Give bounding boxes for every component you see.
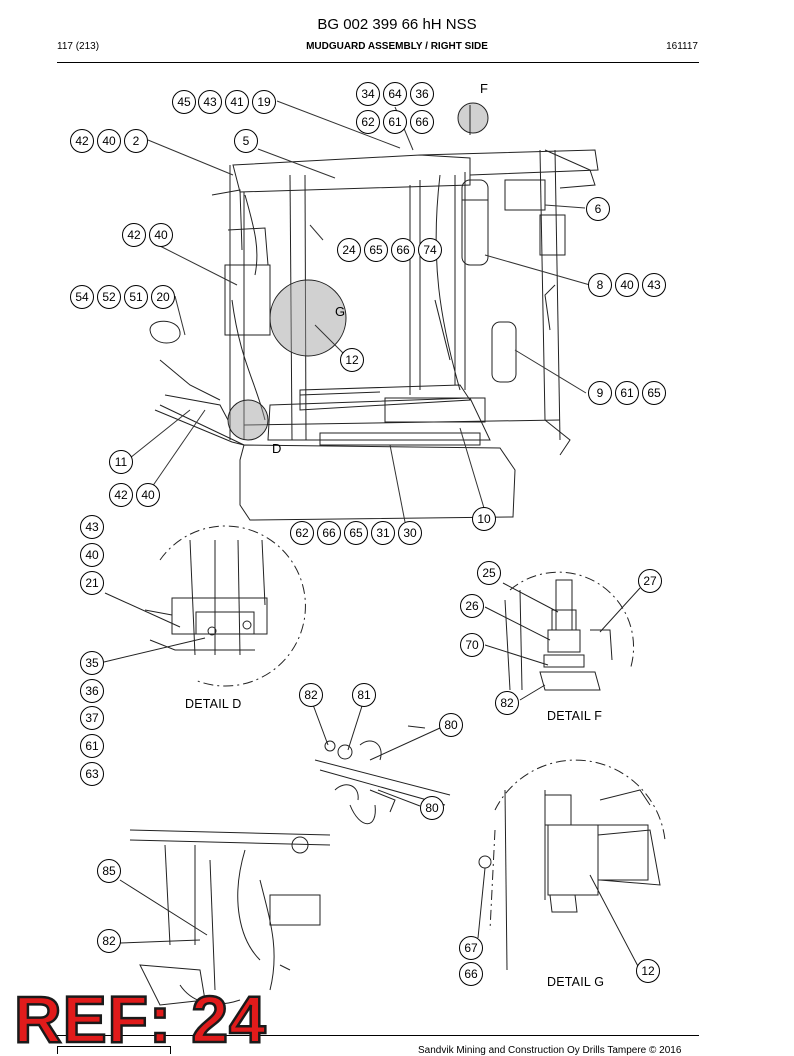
callout-66: 66 [391,238,415,262]
copyright-footer: Sandvik Mining and Construction Oy Drill… [418,1045,682,1056]
callout-9: 9 [588,381,612,405]
callout-27: 27 [638,569,662,593]
callout-52: 52 [97,285,121,309]
callout-36: 36 [80,679,104,703]
callout-61: 61 [383,110,407,134]
callout-63: 63 [80,762,104,786]
callout-67: 67 [459,936,483,960]
callout-2: 2 [124,129,148,153]
callout-40: 40 [136,483,160,507]
callout-81: 81 [352,683,376,707]
callout-82: 82 [495,691,519,715]
callout-70: 70 [460,633,484,657]
callout-40: 40 [80,543,104,567]
ref-stamp: REF: 24 [13,982,267,1056]
callout-54: 54 [70,285,94,309]
callout-12: 12 [636,959,660,983]
logo-mark [57,1046,171,1054]
callout-61: 61 [80,734,104,758]
callout-51: 51 [124,285,148,309]
callout-61: 61 [615,381,639,405]
callout-36: 36 [410,82,434,106]
callout-42: 42 [122,223,146,247]
callout-6: 6 [586,197,610,221]
callout-82: 82 [299,683,323,707]
detail-f-label: DETAIL F [547,709,603,723]
callout-25: 25 [477,561,501,585]
callout-26: 26 [460,594,484,618]
header-rule [57,62,699,63]
callout-8: 8 [588,273,612,297]
callout-66: 66 [317,521,341,545]
callout-10: 10 [472,507,496,531]
label-d: D [272,441,282,456]
main-assembly [149,102,599,521]
callout-62: 62 [356,110,380,134]
callout-30: 30 [398,521,422,545]
callout-40: 40 [97,129,121,153]
callout-40: 40 [615,273,639,297]
callout-12: 12 [340,348,364,372]
callout-85: 85 [97,859,121,883]
section-title: MUDGUARD ASSEMBLY / RIGHT SIDE [306,41,488,52]
callout-21: 21 [80,571,104,595]
detail-d-label: DETAIL D [185,697,242,711]
callout-43: 43 [80,515,104,539]
lower-assembly-drawing [119,829,331,1006]
detail-g-label: DETAIL G [547,975,605,989]
callout-37: 37 [80,706,104,730]
callout-80: 80 [420,796,444,820]
callout-43: 43 [642,273,666,297]
callout-42: 42 [70,129,94,153]
label-g: G [335,304,346,319]
footer-rule [57,1035,699,1036]
callout-34: 34 [356,82,380,106]
callout-65: 65 [344,521,368,545]
callout-66: 66 [459,962,483,986]
callout-31: 31 [371,521,395,545]
callout-65: 65 [642,381,666,405]
date-code: 161117 [666,41,698,52]
callout-64: 64 [383,82,407,106]
detail-f-drawing [484,571,641,701]
callout-66: 66 [410,110,434,134]
detail-d-drawing [103,525,306,687]
callout-41: 41 [225,90,249,114]
callout-11: 11 [109,450,133,474]
callout-45: 45 [172,90,196,114]
page-number: 117 (213) [57,41,100,52]
callout-19: 19 [252,90,276,114]
document-title: BG 002 399 66 hH NSS [317,16,477,33]
callout-43: 43 [198,90,222,114]
callout-74: 74 [418,238,442,262]
callout-65: 65 [364,238,388,262]
callout-80: 80 [439,713,463,737]
callout-82: 82 [97,929,121,953]
callout-5: 5 [234,129,258,153]
callout-24: 24 [337,238,361,262]
callout-42: 42 [109,483,133,507]
callout-35: 35 [80,651,104,675]
label-f: F [480,81,488,96]
fittings-drawing [311,701,451,825]
callout-62: 62 [290,521,314,545]
detail-g-drawing [477,759,666,971]
callout-20: 20 [151,285,175,309]
callout-40: 40 [149,223,173,247]
